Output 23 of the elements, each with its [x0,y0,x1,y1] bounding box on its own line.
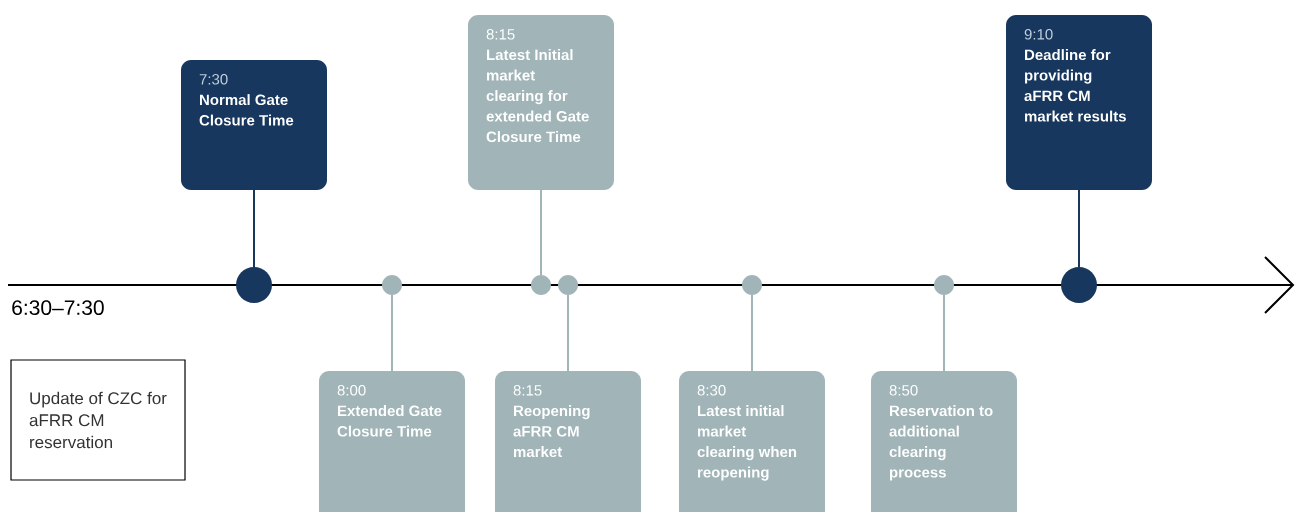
event-box: 8:30 Latest initial market clearing when reopening [679,371,825,512]
timeline-dot [558,275,578,295]
connector-line [253,189,255,268]
timeline-dot [531,275,551,295]
timeline-dot [934,275,954,295]
event-box: 8:15 Reopening aFRR CM market [495,371,641,512]
timeline-dot [1061,267,1097,303]
event-box: 7:30 Normal Gate Closure Time [181,60,327,190]
connector-line [1078,189,1080,268]
connector-line [751,294,753,372]
connector-line [540,189,542,276]
note-box: Update of CZC for aFRR CM reservation [10,359,186,481]
timeline-dot [236,267,272,303]
event-box: 9:10 Deadline for providing aFRR CM market results [1006,15,1152,190]
event-box: 8:15 Latest Initial market clearing for extended Gate Closure Time [468,15,614,190]
time-range-label: 6:30–7:30 [12,300,104,316]
connector-line [567,294,569,372]
connector-line [391,294,393,372]
event-box: 8:00 Extended Gate Closure Time [319,371,465,512]
timeline-dot [382,275,402,295]
connector-line [943,294,945,372]
event-box: 8:50 Reservation to additional clearing process [871,371,1017,512]
timeline-dot [742,275,762,295]
